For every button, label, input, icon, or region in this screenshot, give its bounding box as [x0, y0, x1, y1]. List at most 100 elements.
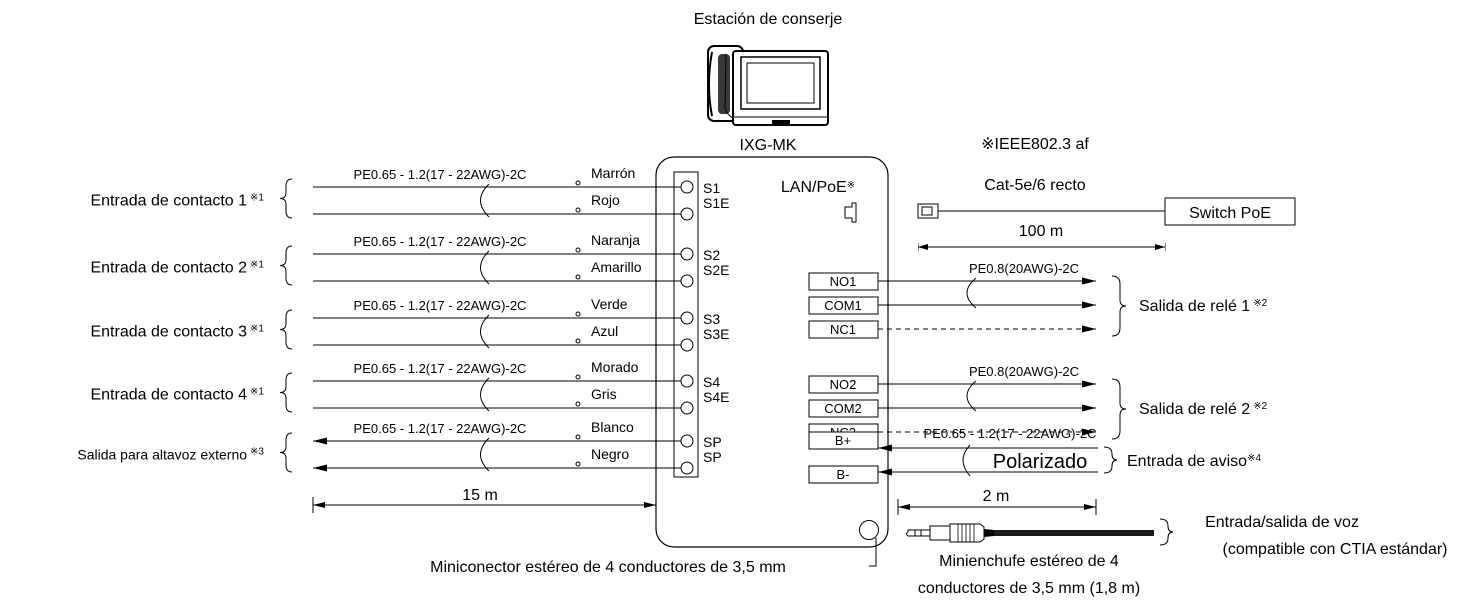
- wire-arrow: [313, 464, 327, 472]
- wire-arrow: [313, 437, 327, 445]
- alert-terminal-b-plus-label: B+: [835, 433, 851, 448]
- relay-group-label: Salida de relé 2※2: [1139, 401, 1268, 418]
- relay-wire-arrow: [1082, 428, 1096, 436]
- relay-wire-arrow: [1082, 380, 1096, 388]
- relay-wire-spec: PE0.8(20AWG)-2C: [969, 261, 1079, 276]
- wire-color-label: Marrón: [591, 165, 635, 181]
- wire-color-label: Negro: [591, 446, 629, 462]
- alert-brace: [1103, 446, 1118, 474]
- wire-color-label: Morado: [591, 359, 639, 375]
- group-label: Entrada de contacto 2※1: [90, 260, 264, 277]
- terminal-screw: [680, 180, 694, 194]
- wire-twist: [480, 377, 490, 412]
- terminal-screw: [680, 207, 694, 221]
- relay-wire-arrow: [1082, 404, 1096, 412]
- audio-io-line1: Entrada/salida de voz: [1205, 514, 1359, 531]
- audio-jack-port: [859, 520, 879, 540]
- wire-spec: PE0.65 - 1.2(17 - 22AWG)-2C: [354, 298, 527, 313]
- audio-jack-leader: [869, 538, 877, 567]
- relay-terminal-label: NO2: [830, 377, 857, 392]
- terminal-label: SP: [703, 449, 722, 465]
- terminal-label: S4E: [703, 389, 729, 405]
- wire-color-label: Amarillo: [591, 259, 642, 275]
- wire-end-dot: [575, 180, 581, 186]
- poe-switch-label: Switch PoE: [1189, 205, 1271, 222]
- alert-terminal-b-minus: [808, 465, 879, 484]
- terminal-screw: [680, 434, 694, 448]
- wire-twist: [480, 183, 490, 218]
- wire-end-dot: [575, 338, 581, 344]
- wire-color-label: Azul: [591, 323, 618, 339]
- terminal-screw: [680, 461, 694, 475]
- terminal-label: S1E: [703, 195, 729, 211]
- alert-distance: 2 m: [983, 488, 1010, 505]
- audio-io-brace: [1159, 518, 1174, 546]
- terminal-label: S1: [703, 180, 720, 196]
- wire-twist: [480, 314, 490, 349]
- wire-spec: PE0.65 - 1.2(17 - 22AWG)-2C: [354, 361, 527, 376]
- relay-terminal-label: COM1: [824, 298, 862, 313]
- wire-spec: PE0.65 - 1.2(17 - 22AWG)-2C: [354, 167, 527, 182]
- audio-jack-label: Miniconector estéreo de 4 conductores de…: [430, 559, 786, 576]
- audio-plug-line1: Minienchufe estéreo de 4: [939, 553, 1119, 570]
- alert-input-group: B+ B- PE0.65 - 1.2(17 - 22AWG)-2C Polari…: [808, 426, 1261, 515]
- relay-wire-spec: PE0.8(20AWG)-2C: [969, 364, 1079, 379]
- terminal-label: S4: [703, 374, 720, 390]
- alert-label: Entrada de aviso※4: [1127, 453, 1261, 470]
- station-title: Estación de conserje: [694, 11, 843, 28]
- wire-color-label: Verde: [591, 296, 628, 312]
- wire-color-label: Blanco: [591, 419, 634, 435]
- lan-poe-label: LAN/PoE※: [781, 179, 855, 196]
- group-label: Entrada de contacto 1※1: [90, 193, 264, 210]
- lan-standard-note: ※IEEE802.3 af: [981, 136, 1089, 153]
- wire-end-dot: [575, 274, 581, 280]
- terminal-screw: [680, 274, 694, 288]
- terminal-label: S3E: [703, 326, 729, 342]
- wire-end-dot: [575, 207, 581, 213]
- group-brace: [279, 372, 293, 413]
- relay-terminal-label: NO1: [830, 274, 857, 289]
- terminal-strip: [673, 171, 699, 478]
- audio-plug-icon: [906, 523, 1154, 543]
- terminal-label: SP: [703, 434, 722, 450]
- lan-distance: 100 m: [1019, 223, 1063, 240]
- group-label: Salida para altavoz externo※3: [77, 447, 264, 463]
- alert-terminal-b-plus: [808, 431, 879, 450]
- lan-port-icon: [844, 202, 857, 223]
- station-model: IXG-MK: [740, 137, 797, 154]
- relay-brace: [1111, 378, 1127, 440]
- wire-color-label: Gris: [591, 386, 617, 402]
- relay-brace: [1111, 275, 1127, 337]
- group-label: Entrada de contacto 4※1: [90, 387, 264, 404]
- wire-end-dot: [575, 311, 581, 317]
- alert-wire-spec: PE0.65 - 1.2(17 - 22AWG)-2C: [924, 426, 1097, 441]
- terminal-screw: [680, 311, 694, 325]
- wire-end-dot: [575, 247, 581, 253]
- wire-end-dot: [575, 434, 581, 440]
- wire-spec: PE0.65 - 1.2(17 - 22AWG)-2C: [354, 421, 527, 436]
- wire-twist: [966, 277, 977, 309]
- relay-terminal-label: COM2: [824, 401, 862, 416]
- audio-io-line2: (compatible con CTIA estándar): [1223, 541, 1448, 558]
- relay-terminal-label: NC1: [830, 322, 856, 337]
- relay-wire-arrow: [1082, 277, 1096, 285]
- wire-color-label: Naranja: [591, 232, 640, 248]
- relay-wire-arrow: [1082, 301, 1096, 309]
- terminal-screw: [680, 401, 694, 415]
- group-brace: [279, 245, 293, 286]
- lan-cable-label: Cat-5e/6 recto: [984, 177, 1085, 194]
- wire-end-dot: [575, 401, 581, 407]
- terminal-label: S2E: [703, 262, 729, 278]
- wire-twist: [480, 250, 490, 285]
- wire-twist: [480, 437, 490, 472]
- relay-wire-arrow: [1082, 325, 1096, 333]
- wire-end-dot: [575, 461, 581, 467]
- poe-switch-box: [1164, 197, 1296, 226]
